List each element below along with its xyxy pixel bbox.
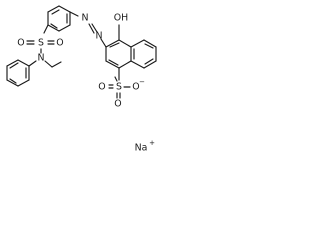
sulfonyl-s-label: S [38,38,44,49]
phenyl-ring [6,59,30,87]
azo-n1-label: N [81,13,88,24]
naphthalene-ring-right [130,39,157,69]
sulfonate-s-label: S [116,82,122,93]
sulfonate-o-minus-label: O [132,82,139,93]
azo-n2-label: N [95,31,102,42]
sulfonate-o-bottom-label: O [114,99,121,110]
hydroxyl-label: OH [114,13,128,24]
sulfonate-bonds [108,67,131,99]
sulfonyl-oxygen-right-label: O [56,38,63,49]
ethyl-group [44,60,62,68]
sulfonyl-oxygen-bonds [26,40,55,45]
sodium-ion-label: Na [135,143,148,154]
sulfonate-o-left-label: O [98,82,105,93]
azo-bonds [69,11,107,48]
bond-nitrogen-phenyl [28,60,37,67]
sulfonamide-n-label: N [37,53,44,64]
bond-ring-sulfonyl [43,24,49,34]
benzene-ring-upper [47,5,71,32]
sodium-plus-sign: + [149,139,155,147]
sulfonyl-oxygen-left-label: O [17,38,24,49]
sulfonate-minus-sign: − [139,78,145,86]
molecule-structure: S O O N N N OH S O O O − Na + [6,5,157,154]
naphthalene-ring-left [105,39,132,69]
